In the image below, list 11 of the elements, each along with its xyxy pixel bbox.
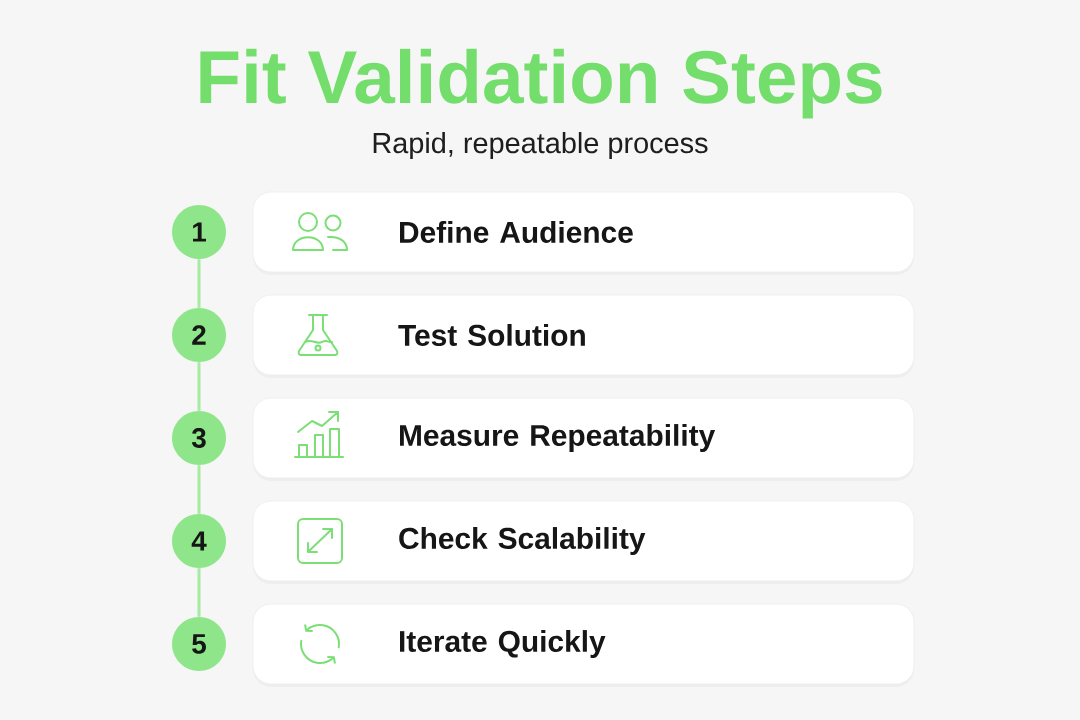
connector-line (197, 568, 201, 617)
title: Fit Validation Steps (200, 48, 882, 119)
connector-line (197, 259, 201, 308)
connector-line (197, 465, 201, 514)
step-card: Define Audience (252, 191, 915, 275)
subtitle: Rapid, repeatable process (373, 132, 708, 159)
step-card: Measure Repeatability (252, 397, 915, 481)
step-card: Check Scalability (252, 500, 915, 584)
step-card: Iterate Quickly (252, 603, 915, 687)
connector-line (197, 362, 201, 411)
step-card: Test Solution (252, 294, 915, 378)
